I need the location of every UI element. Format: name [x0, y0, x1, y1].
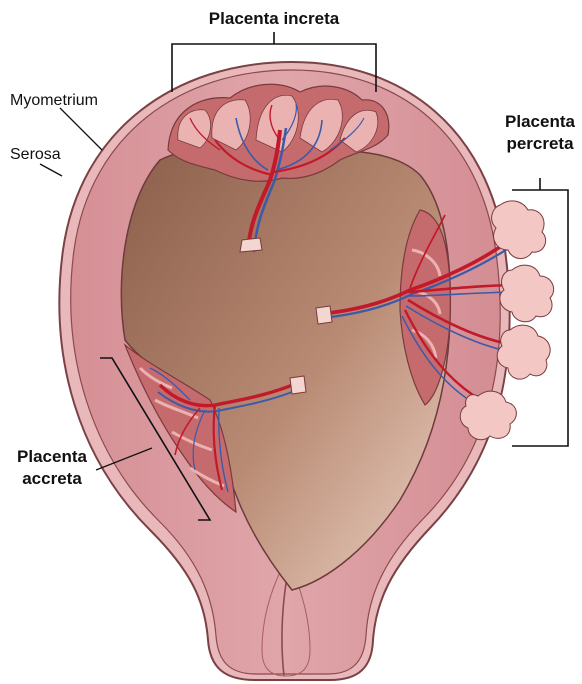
myometrium-leader — [60, 108, 102, 150]
serosa-leader — [40, 164, 62, 176]
placenta-percreta-label-line2: percreta — [506, 134, 574, 153]
placenta-accreta-label-line1: Placenta — [17, 447, 87, 466]
placenta-percreta-label-line1: Placenta — [505, 112, 575, 131]
placenta-increta-label: Placenta increta — [209, 9, 340, 28]
serosa-label: Serosa — [10, 146, 61, 163]
myometrium-label: Myometrium — [10, 92, 98, 109]
placenta-accreta-label-line2: accreta — [22, 469, 82, 488]
